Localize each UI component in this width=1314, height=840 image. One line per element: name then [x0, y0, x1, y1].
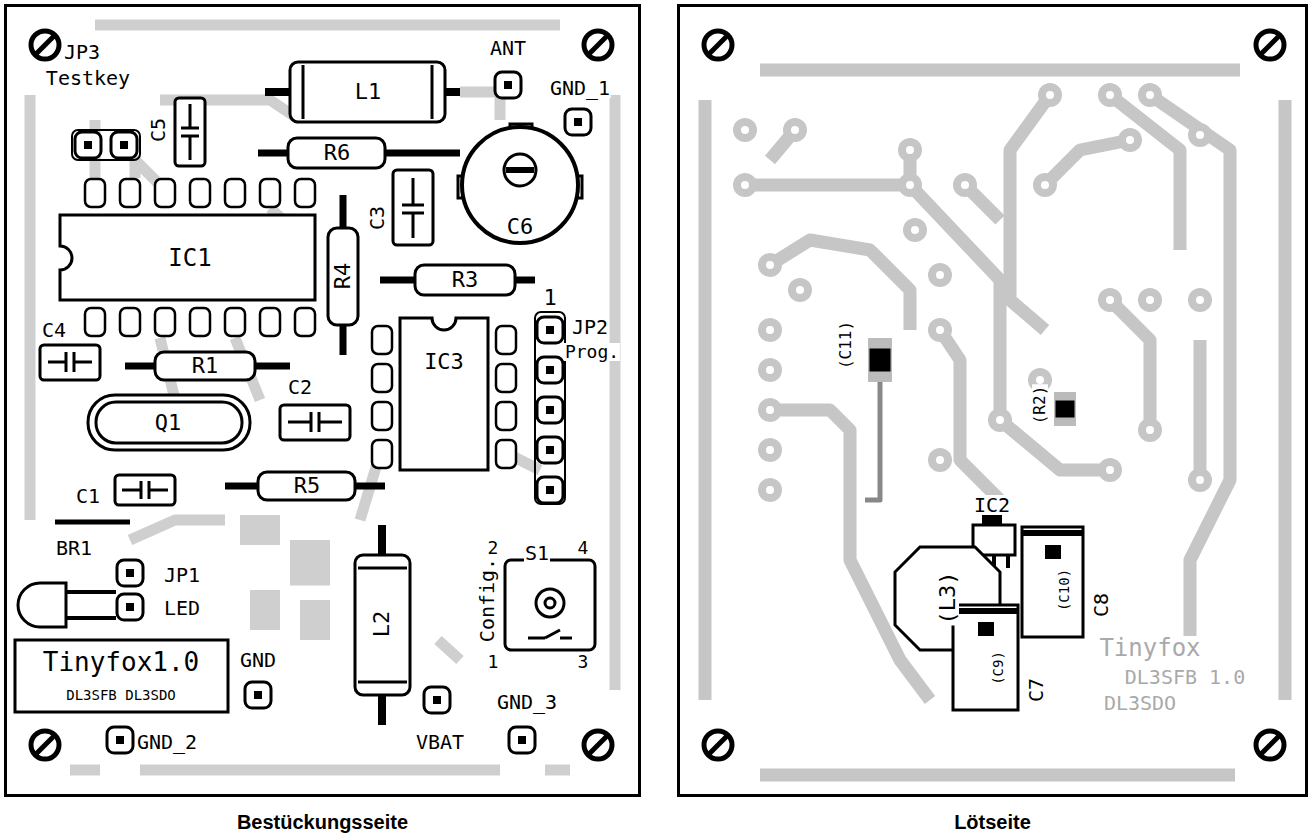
- part-label: BR1: [55, 538, 93, 558]
- part-label: JP1: [163, 565, 201, 585]
- part-label: VBAT: [415, 732, 465, 752]
- part-label: JP2: [571, 317, 609, 337]
- part-label: 3: [577, 653, 590, 671]
- part-label: Tinyfox1.0: [42, 649, 201, 675]
- smd-parts: [868, 338, 1083, 710]
- part-label: C8: [1091, 592, 1111, 618]
- part-label: 2: [487, 539, 500, 557]
- part-label: GND_3: [496, 692, 558, 712]
- part-label: (R2): [1032, 385, 1048, 426]
- capacitors: [40, 98, 433, 505]
- part-label: (C9): [991, 650, 1005, 686]
- part-label: 1: [542, 287, 557, 309]
- part-label: L2: [371, 610, 393, 639]
- part-label: IC1: [167, 246, 212, 270]
- crystal-q1: [88, 395, 250, 450]
- part-label: GND_1: [549, 78, 611, 98]
- part-label: Testkey: [45, 68, 131, 88]
- part-label: (C10): [1057, 568, 1071, 612]
- panel-caption: Bestückungsseite: [4, 810, 641, 834]
- part-label: GND_2: [136, 732, 198, 752]
- part-label: C4: [41, 320, 67, 340]
- part-label: 4: [577, 539, 590, 557]
- trimmer-c6: [458, 124, 582, 243]
- part-label: Tinyfox: [1098, 636, 1201, 660]
- part-label: R1: [191, 355, 220, 377]
- part-label: C1: [75, 486, 101, 506]
- component-side-traces: [30, 25, 615, 770]
- switch-s1: [505, 560, 595, 650]
- part-label: C3: [367, 205, 387, 231]
- part-label: JP3: [63, 42, 101, 62]
- board-frame: [4, 4, 641, 797]
- led-symbol: [18, 583, 116, 627]
- part-label: Prog.: [564, 343, 620, 361]
- ghost-pads: [240, 515, 330, 640]
- part-label: Config.: [477, 557, 497, 643]
- board-panel: Lötseite: [677, 4, 1308, 836]
- part-label: LED: [163, 598, 201, 618]
- part-label: (L3): [937, 571, 959, 626]
- part-label: IC3: [423, 351, 465, 373]
- ic3-dip: [372, 318, 516, 470]
- part-label: GND: [239, 650, 277, 670]
- panel-caption: Lötseite: [677, 810, 1308, 834]
- part-label: C6: [506, 216, 535, 238]
- part-label: 1: [487, 653, 500, 671]
- axial-parts: [55, 62, 535, 725]
- part-label: DL3SFB DL3SDO: [65, 688, 177, 702]
- part-label: DL3SFB 1.0: [1124, 667, 1246, 687]
- solder-side-pads: [733, 83, 1212, 502]
- part-label: (C11): [838, 320, 854, 370]
- solder-side-traces: [705, 70, 1285, 775]
- part-label: R5: [293, 475, 322, 497]
- part-label: IC2: [973, 495, 1011, 515]
- part-label: L1: [354, 81, 383, 103]
- part-label: R4: [332, 262, 354, 291]
- part-label: Q1: [154, 412, 183, 434]
- part-label: DL3SDO: [1103, 693, 1177, 713]
- jumper-outline: [72, 130, 565, 504]
- ic1-dip: [60, 179, 315, 336]
- part-label: R6: [323, 142, 352, 164]
- part-label: C5: [148, 117, 168, 143]
- part-label: S1: [524, 543, 550, 563]
- part-label: R3: [451, 269, 480, 291]
- part-label: ANT: [489, 38, 527, 58]
- part-label: C2: [287, 377, 313, 397]
- logo-box: [15, 640, 228, 712]
- part-label: C7: [1026, 677, 1046, 703]
